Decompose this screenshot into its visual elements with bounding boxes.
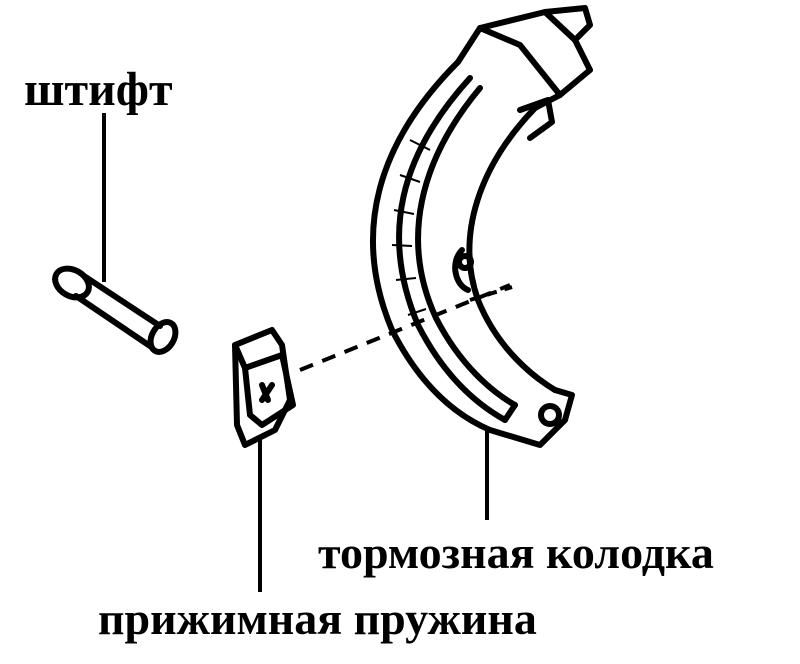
hold-down-spring: [232, 327, 296, 448]
brake-shoe-label: тормозная колодка: [318, 527, 714, 578]
leader-lines: [102, 113, 489, 592]
alignment-line: [299, 283, 513, 372]
hold-down-spring-label: прижимная пружина: [98, 593, 537, 644]
pin-label: штифт: [24, 63, 173, 116]
brake-shoe-hatching: [391, 139, 431, 316]
pin: [52, 265, 179, 355]
brake-shoe: [370, 5, 593, 448]
